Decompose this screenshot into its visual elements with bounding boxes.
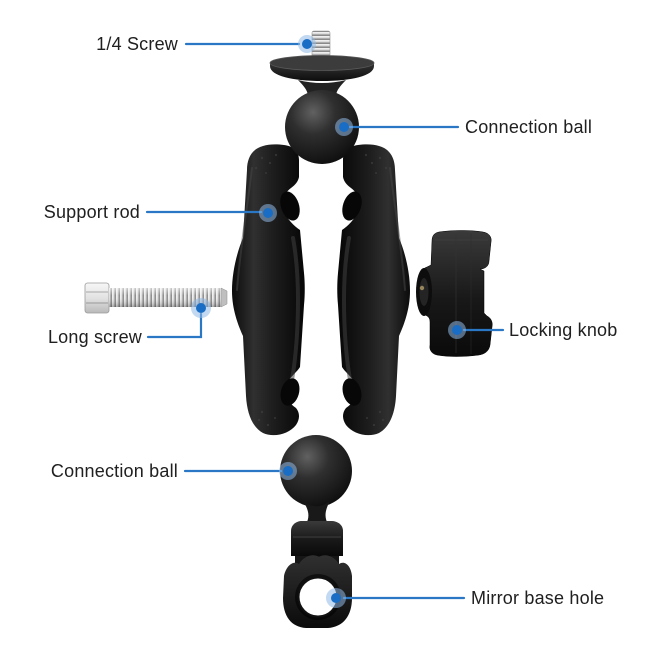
dot-support-rod (263, 208, 273, 218)
connection-ball-bottom (280, 435, 352, 507)
support-rod-right (335, 142, 412, 438)
dot-quarter-screw (302, 39, 312, 49)
label-mirror-base-hole: Mirror base hole (471, 588, 605, 608)
support-rod-left (230, 142, 307, 438)
base-collar (291, 521, 343, 556)
dot-long-screw (196, 303, 206, 313)
ball-neck (303, 501, 330, 524)
annotations (145, 35, 505, 608)
locking-knob-part (416, 230, 493, 357)
dot-connection-ball-bottom (283, 466, 293, 476)
label-connection-ball-top: Connection ball (465, 117, 593, 137)
label-quarter-screw: 1/4 Screw (96, 34, 178, 54)
connection-ball-top (285, 90, 359, 164)
camera-mount-head (269, 30, 375, 164)
dot-locking-knob (452, 325, 462, 335)
dot-mirror-base-hole (331, 593, 341, 603)
leader-long-screw (146, 312, 203, 339)
mirror-base-adapter (280, 435, 352, 628)
mirror-base-hole (299, 578, 337, 616)
dot-connection-ball-top (339, 122, 349, 132)
label-long-screw: Long screw (47, 327, 142, 347)
mount-plate-top (269, 55, 375, 71)
label-locking-knob: Locking knob (509, 320, 618, 340)
label-connection-ball-bottom: Connection ball (50, 461, 178, 481)
label-support-rod: Support rod (43, 202, 140, 222)
